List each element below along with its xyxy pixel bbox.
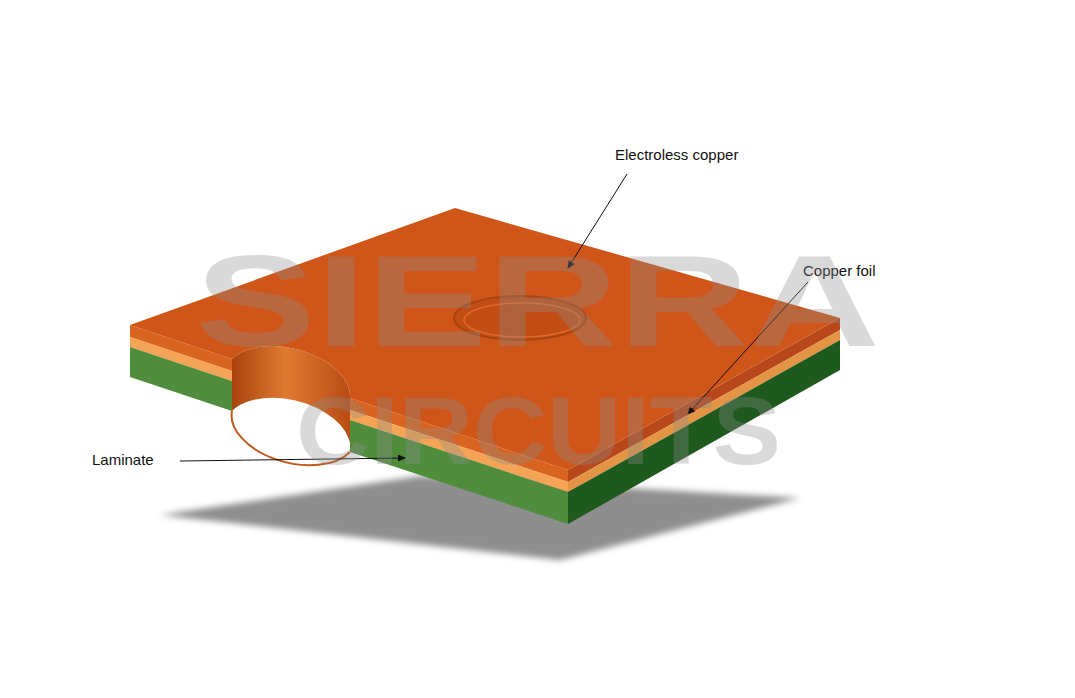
callout-label: Laminate [92, 451, 154, 469]
watermark: SIERRA [195, 236, 880, 366]
watermark: CIRCUITS [296, 383, 781, 479]
callout-label: Electroless copper [615, 146, 738, 164]
